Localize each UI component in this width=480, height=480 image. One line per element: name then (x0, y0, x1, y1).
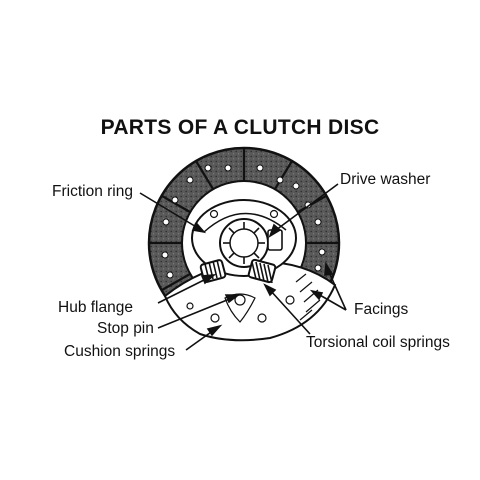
label-stop-pin: Stop pin (97, 320, 154, 337)
torsional-coil-spring-right (247, 258, 277, 284)
splined-hub (219, 218, 269, 268)
label-facings: Facings (354, 301, 409, 318)
label-cushion-springs: Cushion springs (64, 343, 176, 360)
leader-lines (139, 183, 347, 351)
label-drive-washer: Drive washer (340, 171, 431, 188)
label-torsional-coil-springs: Torsional coil springs (306, 334, 450, 351)
label-hub-flange: Hub flange (58, 299, 133, 316)
diagram-title: PARTS OF A CLUTCH DISC (100, 116, 380, 139)
label-friction-ring: Friction ring (52, 183, 133, 200)
